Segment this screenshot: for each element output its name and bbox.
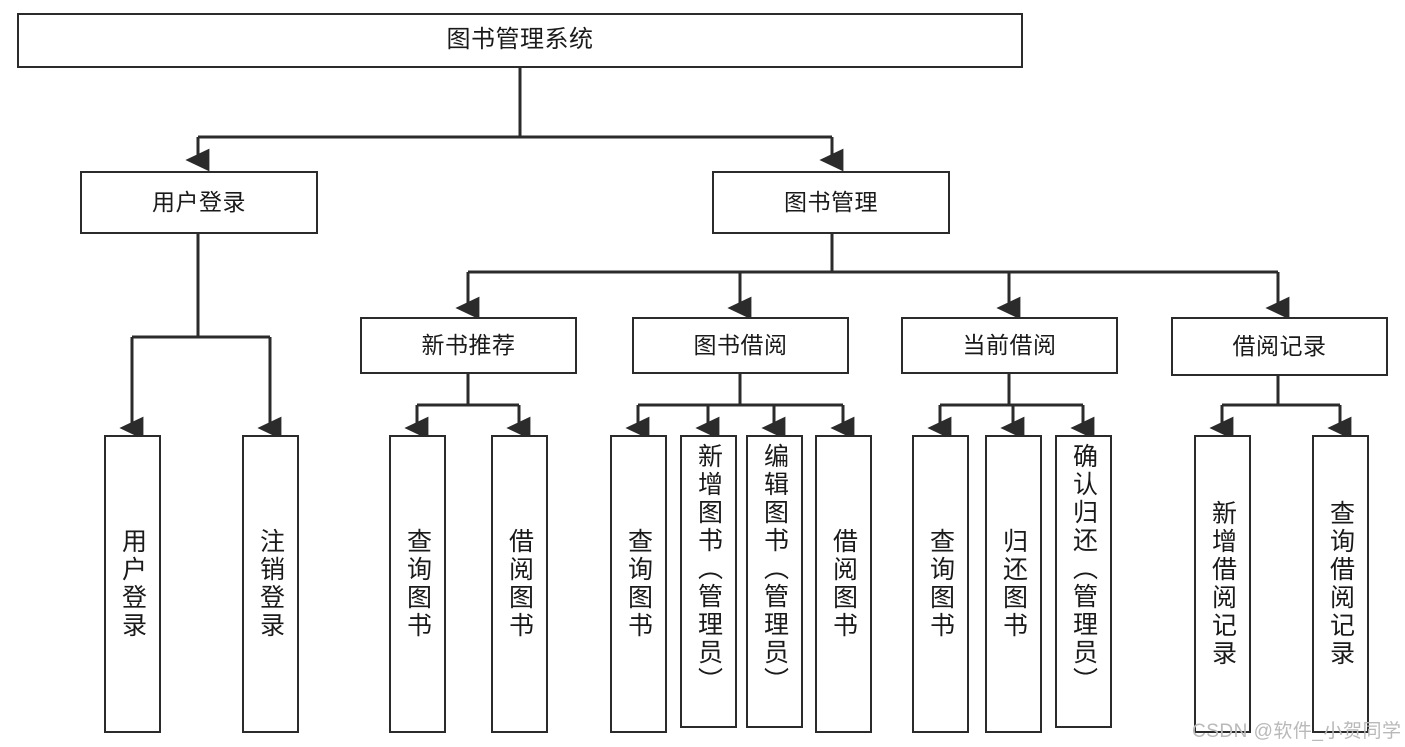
node-current-borrow[interactable]: 当前借阅 (901, 317, 1118, 374)
node-user-login[interactable]: 用户登录 (80, 171, 318, 234)
leaf-query-book-current[interactable]: 查询图书 (912, 435, 969, 733)
leaf-logout[interactable]: 注销登录 (242, 435, 299, 733)
node-label: 借阅图书 (505, 528, 534, 640)
node-label: 查询图书 (403, 528, 432, 640)
leaf-add-borrow-record[interactable]: 新增借阅记录 (1194, 435, 1251, 733)
node-label: 查询图书 (926, 528, 955, 640)
node-label: 当前借阅 (962, 331, 1057, 358)
leaf-add-book-admin[interactable]: 新增图书（管理员） (680, 435, 737, 728)
node-label: 注销登录 (256, 528, 285, 640)
node-borrow-record[interactable]: 借阅记录 (1171, 317, 1388, 376)
node-label: 新增图书（管理员） (694, 443, 723, 695)
node-label: 图书管理 (784, 188, 878, 215)
node-book-borrow[interactable]: 图书借阅 (632, 317, 849, 374)
node-label: 借阅图书 (829, 528, 858, 640)
node-label: 新增借阅记录 (1208, 500, 1237, 668)
watermark: CSDN @软件_小贺同学 (1192, 721, 1402, 742)
node-label: 归还图书 (999, 528, 1028, 640)
leaf-query-book-borrow[interactable]: 查询图书 (610, 435, 667, 733)
node-label: 查询图书 (624, 528, 653, 640)
node-label: 图书借阅 (693, 331, 788, 358)
leaf-query-borrow-record[interactable]: 查询借阅记录 (1312, 435, 1369, 733)
node-label: 确认归还（管理员） (1069, 443, 1098, 695)
leaf-query-book-recommend[interactable]: 查询图书 (389, 435, 446, 733)
node-book-management[interactable]: 图书管理 (712, 171, 950, 234)
leaf-edit-book-admin[interactable]: 编辑图书（管理员） (746, 435, 803, 728)
node-label: 用户登录 (118, 528, 147, 640)
node-label: 编辑图书（管理员） (760, 443, 789, 695)
node-label: 用户登录 (152, 188, 246, 215)
node-root-system[interactable]: 图书管理系统 (17, 13, 1023, 68)
leaf-return-book[interactable]: 归还图书 (985, 435, 1042, 733)
node-label: 查询借阅记录 (1326, 500, 1355, 668)
node-new-book-recommend[interactable]: 新书推荐 (360, 317, 577, 374)
node-label: 新书推荐 (421, 331, 516, 358)
leaf-borrow-book[interactable]: 借阅图书 (815, 435, 872, 733)
leaf-borrow-book-recommend[interactable]: 借阅图书 (491, 435, 548, 733)
leaf-confirm-return-admin[interactable]: 确认归还（管理员） (1055, 435, 1112, 728)
leaf-user-login[interactable]: 用户登录 (104, 435, 161, 733)
node-label: 借阅记录 (1232, 332, 1327, 359)
node-label: 图书管理系统 (446, 26, 594, 54)
